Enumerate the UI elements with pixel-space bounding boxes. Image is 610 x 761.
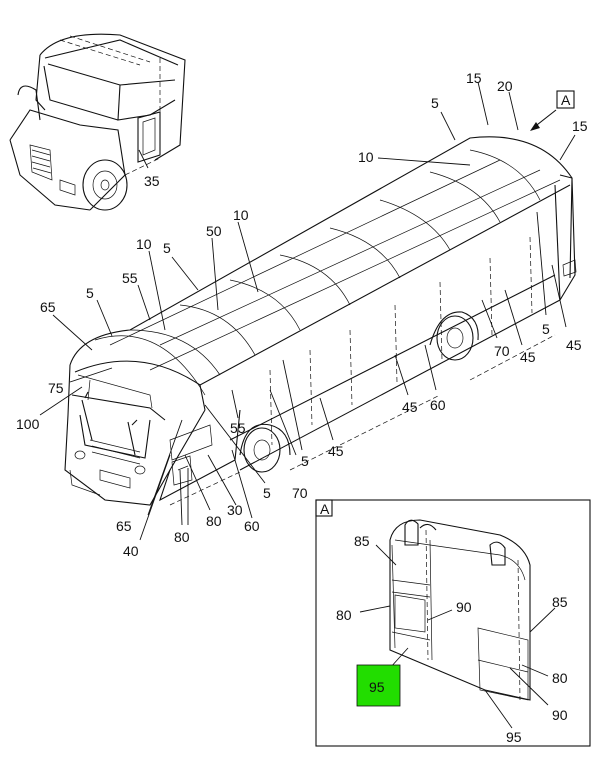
view-marker-box <box>556 90 575 109</box>
callout-5[interactable]: 5 <box>542 321 550 337</box>
callout-65[interactable]: 65 <box>116 518 132 534</box>
callout-35[interactable]: 35 <box>144 173 160 189</box>
bus-body-drawing <box>64 136 577 506</box>
callout-5[interactable]: 5 <box>86 285 94 301</box>
callout-45[interactable]: 45 <box>328 443 344 459</box>
callout-30[interactable]: 30 <box>227 502 243 518</box>
callout-45[interactable]: 45 <box>520 349 536 365</box>
callout-60[interactable]: 60 <box>244 518 260 534</box>
callout-100[interactable]: 100 <box>16 416 40 432</box>
callout-95[interactable]: 95 <box>506 729 522 745</box>
highlighted-part-box[interactable] <box>356 664 401 707</box>
callout-labels: 35 15 20 15 5 10 10 10 5 50 55 65 5 5 45… <box>16 70 588 745</box>
callout-65[interactable]: 65 <box>40 299 56 315</box>
callout-10[interactable]: 10 <box>136 236 152 252</box>
callout-15[interactable]: 15 <box>466 70 482 86</box>
callout-5[interactable]: 5 <box>301 453 309 469</box>
detail-a-panel <box>315 499 591 747</box>
callout-70[interactable]: 70 <box>494 343 510 359</box>
callout-55[interactable]: 55 <box>230 420 246 436</box>
view-arrow-icon <box>530 122 540 131</box>
callout-90[interactable]: 90 <box>456 599 472 615</box>
callout-75[interactable]: 75 <box>48 380 64 396</box>
callout-85[interactable]: 85 <box>552 594 568 610</box>
detail-a-tag-box <box>315 499 333 517</box>
cab-inset-drawing <box>9 33 186 211</box>
callout-50[interactable]: 50 <box>206 223 222 239</box>
callout-5[interactable]: 5 <box>163 240 171 256</box>
detail-label-a: A <box>320 501 330 517</box>
callout-20[interactable]: 20 <box>497 78 513 94</box>
callout-45[interactable]: 45 <box>566 337 582 353</box>
callout-70[interactable]: 70 <box>292 485 308 501</box>
callout-10[interactable]: 10 <box>233 207 249 223</box>
callout-80[interactable]: 80 <box>174 529 190 545</box>
leader-lines <box>39 81 576 541</box>
callout-95-highlighted[interactable]: 95 <box>369 679 385 695</box>
callout-15[interactable]: 15 <box>572 118 588 134</box>
callout-90[interactable]: 90 <box>552 707 568 723</box>
callout-5[interactable]: 5 <box>263 485 271 501</box>
callout-60[interactable]: 60 <box>430 397 446 413</box>
callout-80[interactable]: 80 <box>206 513 222 529</box>
callout-10[interactable]: 10 <box>358 149 374 165</box>
view-marker-a[interactable]: A <box>561 92 571 108</box>
callout-80[interactable]: 80 <box>552 670 568 686</box>
callout-40[interactable]: 40 <box>123 543 139 559</box>
callout-55[interactable]: 55 <box>122 270 138 286</box>
callout-80[interactable]: 80 <box>336 607 352 623</box>
callout-45[interactable]: 45 <box>402 399 418 415</box>
callout-5[interactable]: 5 <box>431 95 439 111</box>
callout-85[interactable]: 85 <box>354 533 370 549</box>
